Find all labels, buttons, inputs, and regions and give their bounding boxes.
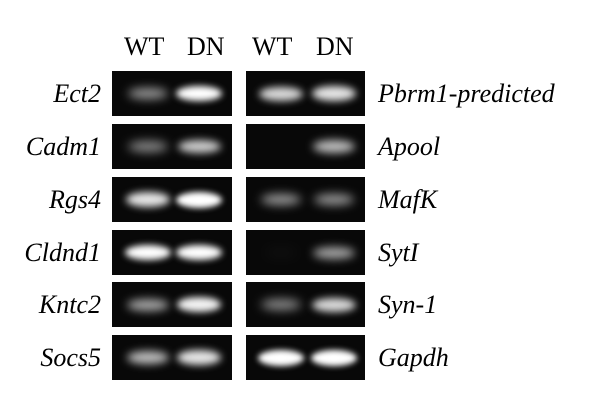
band-dn bbox=[312, 297, 356, 312]
gene-label-apool: Apool bbox=[378, 132, 441, 161]
band-dn bbox=[176, 244, 222, 261]
gel-right-apool bbox=[246, 124, 365, 169]
gene-label-pbrm1-predicted: Pbrm1-predicted bbox=[378, 79, 555, 108]
gel-right-mafk bbox=[246, 177, 365, 222]
band-wt bbox=[258, 349, 304, 366]
band-dn bbox=[313, 246, 355, 259]
band-wt bbox=[259, 86, 303, 101]
band-dn bbox=[311, 349, 357, 366]
band-wt bbox=[126, 351, 170, 364]
gel-left-rgs4 bbox=[112, 177, 232, 222]
gel-right-pbrm1-predicted bbox=[246, 71, 365, 116]
gel-right-syn-1 bbox=[246, 282, 365, 327]
band-dn bbox=[311, 86, 357, 101]
gel-left-cadm1 bbox=[112, 124, 232, 169]
gene-label-cldnd1: Cldnd1 bbox=[24, 238, 101, 267]
band-dn bbox=[177, 139, 221, 154]
band-dn bbox=[176, 350, 222, 365]
header-right-wt: WT bbox=[252, 32, 293, 61]
band-dn bbox=[176, 191, 222, 208]
gel-right-syti bbox=[246, 230, 365, 275]
band-dn bbox=[312, 140, 356, 153]
band-wt bbox=[127, 298, 169, 311]
header-left-wt: WT bbox=[124, 32, 165, 61]
gene-label-kntc2: Kntc2 bbox=[38, 290, 101, 319]
band-dn bbox=[176, 297, 222, 312]
gel-left-socs5 bbox=[112, 335, 232, 380]
band-wt bbox=[127, 87, 169, 100]
band-wt bbox=[125, 192, 171, 207]
gel-left-ect2 bbox=[112, 71, 232, 116]
gel-left-kntc2 bbox=[112, 282, 232, 327]
header-left-dn: DN bbox=[187, 32, 225, 61]
gene-label-syn-1: Syn-1 bbox=[378, 290, 438, 319]
band-wt bbox=[260, 193, 302, 206]
band-wt bbox=[125, 244, 171, 261]
band-wt bbox=[128, 141, 168, 152]
header-right-dn: DN bbox=[316, 32, 354, 61]
gene-label-mafk: MafK bbox=[378, 185, 438, 214]
gene-label-cadm1: Cadm1 bbox=[25, 132, 101, 161]
band-dn bbox=[313, 193, 355, 206]
gene-label-syti: SytI bbox=[378, 238, 419, 267]
gel-left-cldnd1 bbox=[112, 230, 232, 275]
band-wt bbox=[261, 299, 301, 310]
gene-label-rgs4: Rgs4 bbox=[49, 185, 101, 214]
band-dn bbox=[176, 85, 222, 102]
band-wt bbox=[263, 249, 299, 256]
gene-label-gapdh: Gapdh bbox=[378, 343, 449, 372]
gene-label-socs5: Socs5 bbox=[40, 343, 101, 372]
gene-label-ect2: Ect2 bbox=[53, 79, 101, 108]
gel-right-gapdh bbox=[246, 335, 365, 380]
